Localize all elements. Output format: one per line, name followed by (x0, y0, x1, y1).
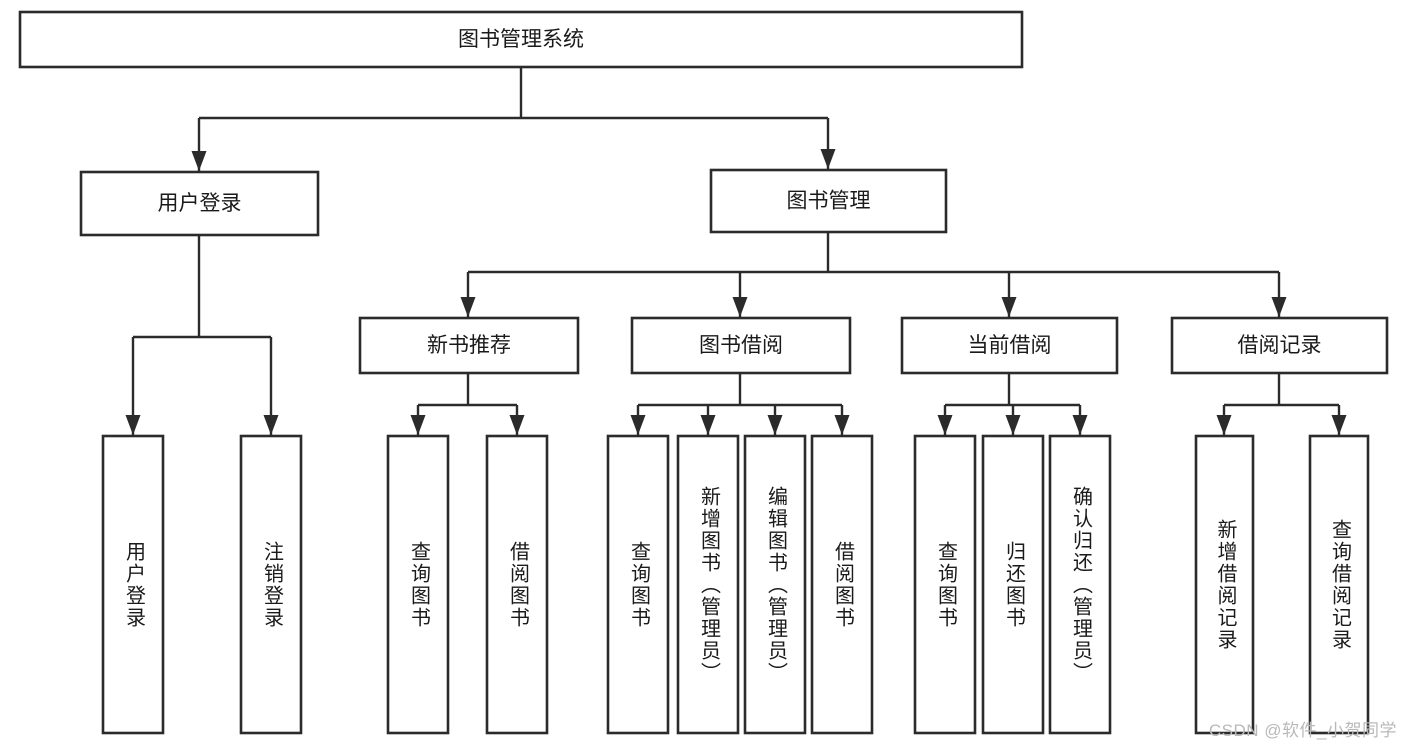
leaf-node-0-box[interactable] (101, 434, 165, 735)
level2-node-2-box[interactable] (900, 316, 1119, 375)
level1-node-0-label: 用户登录 (158, 192, 242, 215)
leaf-node-12-box[interactable] (1308, 434, 1370, 735)
level2-node-2-label: 当前借阅 (968, 334, 1052, 357)
level1-node-0-box[interactable] (79, 170, 320, 237)
leaf-node-11-box[interactable] (1194, 434, 1255, 735)
leaf-node-7-box[interactable] (810, 434, 874, 735)
level2-node-3-label: 借阅记录 (1238, 334, 1322, 357)
arrow-head-icon (767, 415, 783, 435)
arrow-head-icon (1216, 415, 1232, 435)
leaf-node-10-box[interactable] (1048, 434, 1112, 735)
leaf-node-6-box[interactable] (743, 434, 807, 735)
arrow-head-icon (263, 415, 279, 435)
arrow-head-icon (937, 415, 953, 435)
arrow-head-icon (125, 415, 141, 435)
arrow-head-icon (509, 415, 525, 435)
root-node-box[interactable] (18, 10, 1024, 69)
leaf-node-1-box[interactable] (239, 434, 303, 735)
arrow-head-icon (191, 151, 207, 171)
arrow-head-icon (1005, 415, 1021, 435)
level2-node-3-box[interactable] (1170, 316, 1389, 375)
leaf-node-3-box[interactable] (485, 434, 549, 735)
leaf-node-8-box[interactable] (913, 434, 977, 735)
arrow-head-icon (630, 415, 646, 435)
leaf-node-2-box[interactable] (386, 434, 450, 735)
watermark-text: CSDN @软件_小贺同学 (1208, 721, 1397, 740)
arrow-head-icon (820, 149, 836, 169)
arrow-head-icon (700, 415, 716, 435)
level2-node-0-box[interactable] (358, 316, 580, 375)
arrow-head-icon (1331, 415, 1347, 435)
level2-node-0-label: 新书推荐 (427, 334, 511, 357)
leaf-node-4-box[interactable] (606, 434, 670, 735)
arrow-head-icon (410, 415, 426, 435)
leaf-node-9-box[interactable] (981, 434, 1045, 735)
arrow-head-icon (834, 415, 850, 435)
root-node-label: 图书管理系统 (458, 28, 584, 51)
arrow-head-icon (460, 297, 476, 317)
connector-lines (125, 67, 1347, 435)
arrow-head-icon (1271, 297, 1287, 317)
arrow-head-icon (1001, 297, 1017, 317)
arrow-head-icon (1072, 415, 1088, 435)
level2-node-1-box[interactable] (630, 316, 852, 375)
level2-node-1-label: 图书借阅 (699, 334, 783, 357)
leaf-node-5-box[interactable] (676, 434, 740, 735)
arrow-head-icon (732, 297, 748, 317)
level1-node-1-box[interactable] (709, 168, 948, 234)
level1-node-1-label: 图书管理 (787, 190, 871, 213)
